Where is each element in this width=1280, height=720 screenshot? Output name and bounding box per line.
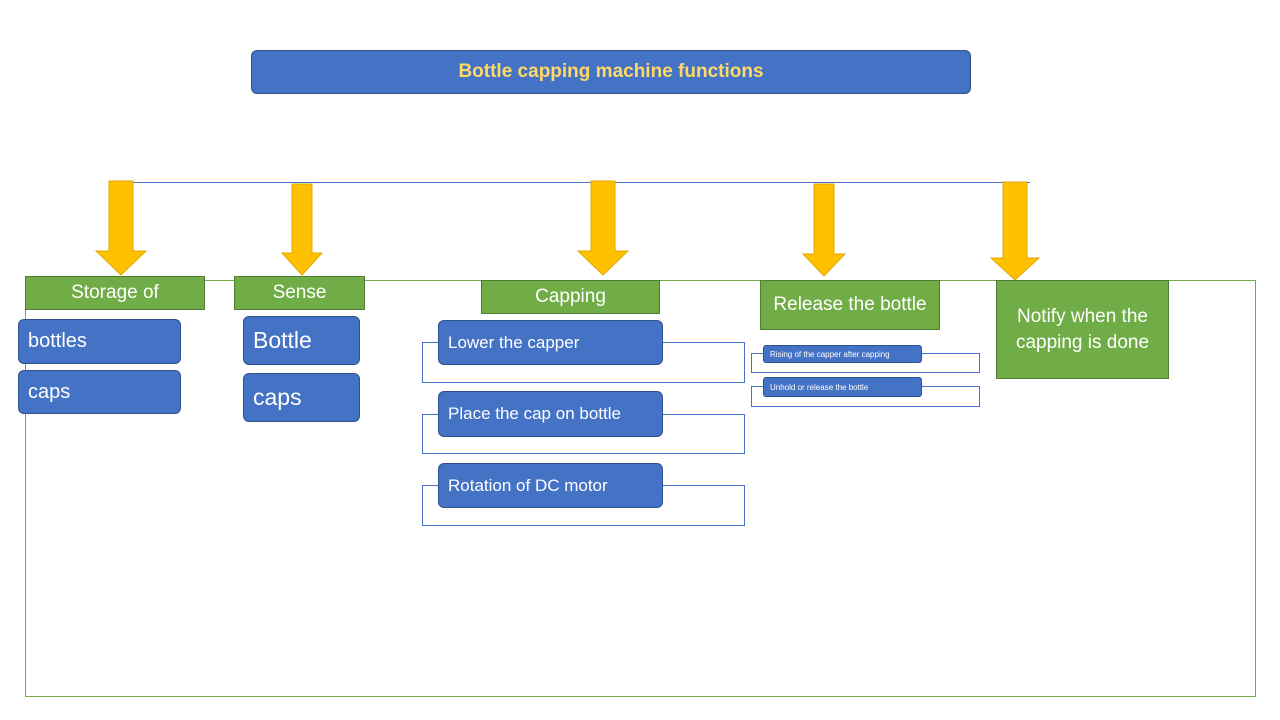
connector-line bbox=[120, 182, 1030, 183]
category-storage: Storage of bbox=[25, 276, 205, 310]
item-release-bottle: Unhold or release the bottle bbox=[763, 377, 922, 397]
down-arrow-icon bbox=[989, 181, 1041, 281]
item-caps: caps bbox=[243, 373, 360, 422]
down-arrow-icon bbox=[801, 183, 847, 277]
diagram-title: Bottle capping machine functions bbox=[251, 50, 971, 94]
item-bottles: bottles bbox=[18, 319, 181, 364]
item-bottle: Bottle bbox=[243, 316, 360, 365]
down-arrow-icon bbox=[576, 180, 630, 276]
item-rising-capper: Rising of the capper after capping bbox=[763, 345, 922, 363]
category-release: Release the bottle bbox=[760, 280, 940, 330]
down-arrow-icon bbox=[280, 183, 324, 276]
item-caps: caps bbox=[18, 370, 181, 414]
item-place-cap: Place the cap on bottle bbox=[438, 391, 663, 437]
item-rotation-motor: Rotation of DC motor bbox=[438, 463, 663, 508]
down-arrow-icon bbox=[94, 180, 148, 276]
category-capping: Capping bbox=[481, 280, 660, 314]
category-notify: Notify when the capping is done bbox=[996, 280, 1169, 379]
category-sense: Sense bbox=[234, 276, 365, 310]
item-lower-capper: Lower the capper bbox=[438, 320, 663, 365]
